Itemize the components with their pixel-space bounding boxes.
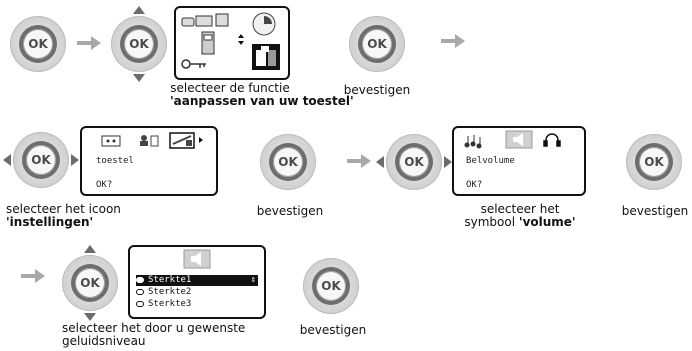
volume-icon xyxy=(183,249,211,269)
ok-button-center[interactable]: OK xyxy=(75,268,105,298)
volume-selected-icon xyxy=(505,130,533,149)
navigator-up-down[interactable]: OK xyxy=(62,245,118,321)
user-tab-icon xyxy=(140,135,159,147)
list-item[interactable]: Sterkte3 xyxy=(136,299,258,310)
phone-tab-icon xyxy=(101,135,121,147)
nav-left-icon xyxy=(376,156,384,168)
headset-icon xyxy=(543,133,561,147)
nav-right-icon xyxy=(444,156,452,168)
radio-on-icon xyxy=(136,276,144,283)
arrow-right-icon xyxy=(21,269,45,283)
ok-key[interactable]: OK xyxy=(626,134,682,190)
clock-icon xyxy=(252,12,276,36)
arrow-right-icon xyxy=(441,34,465,48)
list-item-selected[interactable]: Sterkte1 ⇕ xyxy=(136,275,258,286)
radio-off-icon xyxy=(136,300,144,307)
function-icons xyxy=(181,12,280,70)
caption-confirm: bevestigen xyxy=(299,323,367,337)
nav-up-icon xyxy=(133,6,145,14)
navigator-left-right[interactable]: OK xyxy=(3,132,79,188)
ok-key[interactable]: OK xyxy=(260,134,316,190)
ok-key[interactable]: OK xyxy=(349,16,405,72)
key-icon xyxy=(181,59,206,69)
arrow-right-icon xyxy=(347,154,371,168)
ok-key[interactable]: OK xyxy=(303,258,359,314)
phone-settings-icon xyxy=(181,13,229,27)
caption-select-icon: selecteer het icoon 'instellingen' xyxy=(6,202,121,229)
lcd-screen-level-list: Sterkte1 ⇕ Sterkte2 Sterkte3 xyxy=(128,245,266,319)
caption-confirm: bevestigen xyxy=(343,83,411,97)
tab-more-icon xyxy=(199,137,203,143)
scroll-updown-icon: ⇕ xyxy=(250,275,256,285)
nav-down-icon xyxy=(133,74,145,82)
ok-button-center[interactable]: OK xyxy=(23,29,53,59)
caption-select-symbol: selecteer het symbool 'volume' xyxy=(464,202,576,229)
caption-confirm: bevestigen xyxy=(256,204,324,218)
nav-left-icon xyxy=(3,154,11,166)
settings-tab-icon xyxy=(169,132,195,149)
ok-key[interactable]: OK xyxy=(10,16,66,72)
ok-button-center[interactable]: OK xyxy=(362,29,392,59)
volume-header xyxy=(183,249,211,269)
radio-off-icon xyxy=(136,288,144,295)
ok-button-center[interactable]: OK xyxy=(639,147,669,177)
up-down-icon xyxy=(238,34,244,45)
ringtone-icon xyxy=(464,135,482,149)
list-item[interactable]: Sterkte2 xyxy=(136,287,258,298)
navigator-up-down[interactable]: OK xyxy=(111,6,167,82)
settings-selected-icon xyxy=(252,44,280,70)
nav-down-icon xyxy=(84,313,96,321)
caption-select-function: selecteer de functie 'aanpassen van uw t… xyxy=(170,81,354,108)
audio-tab-icons xyxy=(464,130,561,149)
device-icon xyxy=(201,31,215,55)
nav-right-icon xyxy=(71,154,79,166)
lcd-screen-settings: toestel OK? xyxy=(80,126,218,196)
ok-button-center[interactable]: OK xyxy=(124,29,154,59)
ok-button-center[interactable]: OK xyxy=(399,147,429,177)
arrow-right-icon xyxy=(77,36,101,50)
lcd-screen-function-menu xyxy=(174,6,290,80)
navigator-left-right[interactable]: OK xyxy=(376,134,452,190)
nav-up-icon xyxy=(84,245,96,253)
caption-select-level: selecteer het door u gewenste geluidsniv… xyxy=(62,321,246,348)
ok-button-center[interactable]: OK xyxy=(273,147,303,177)
tab-icons xyxy=(101,132,203,149)
ok-button-center[interactable]: OK xyxy=(316,271,346,301)
lcd-screen-volume: Belvolume OK? xyxy=(452,126,586,196)
ok-button-center[interactable]: OK xyxy=(26,145,56,175)
caption-confirm: bevestigen xyxy=(621,204,689,218)
